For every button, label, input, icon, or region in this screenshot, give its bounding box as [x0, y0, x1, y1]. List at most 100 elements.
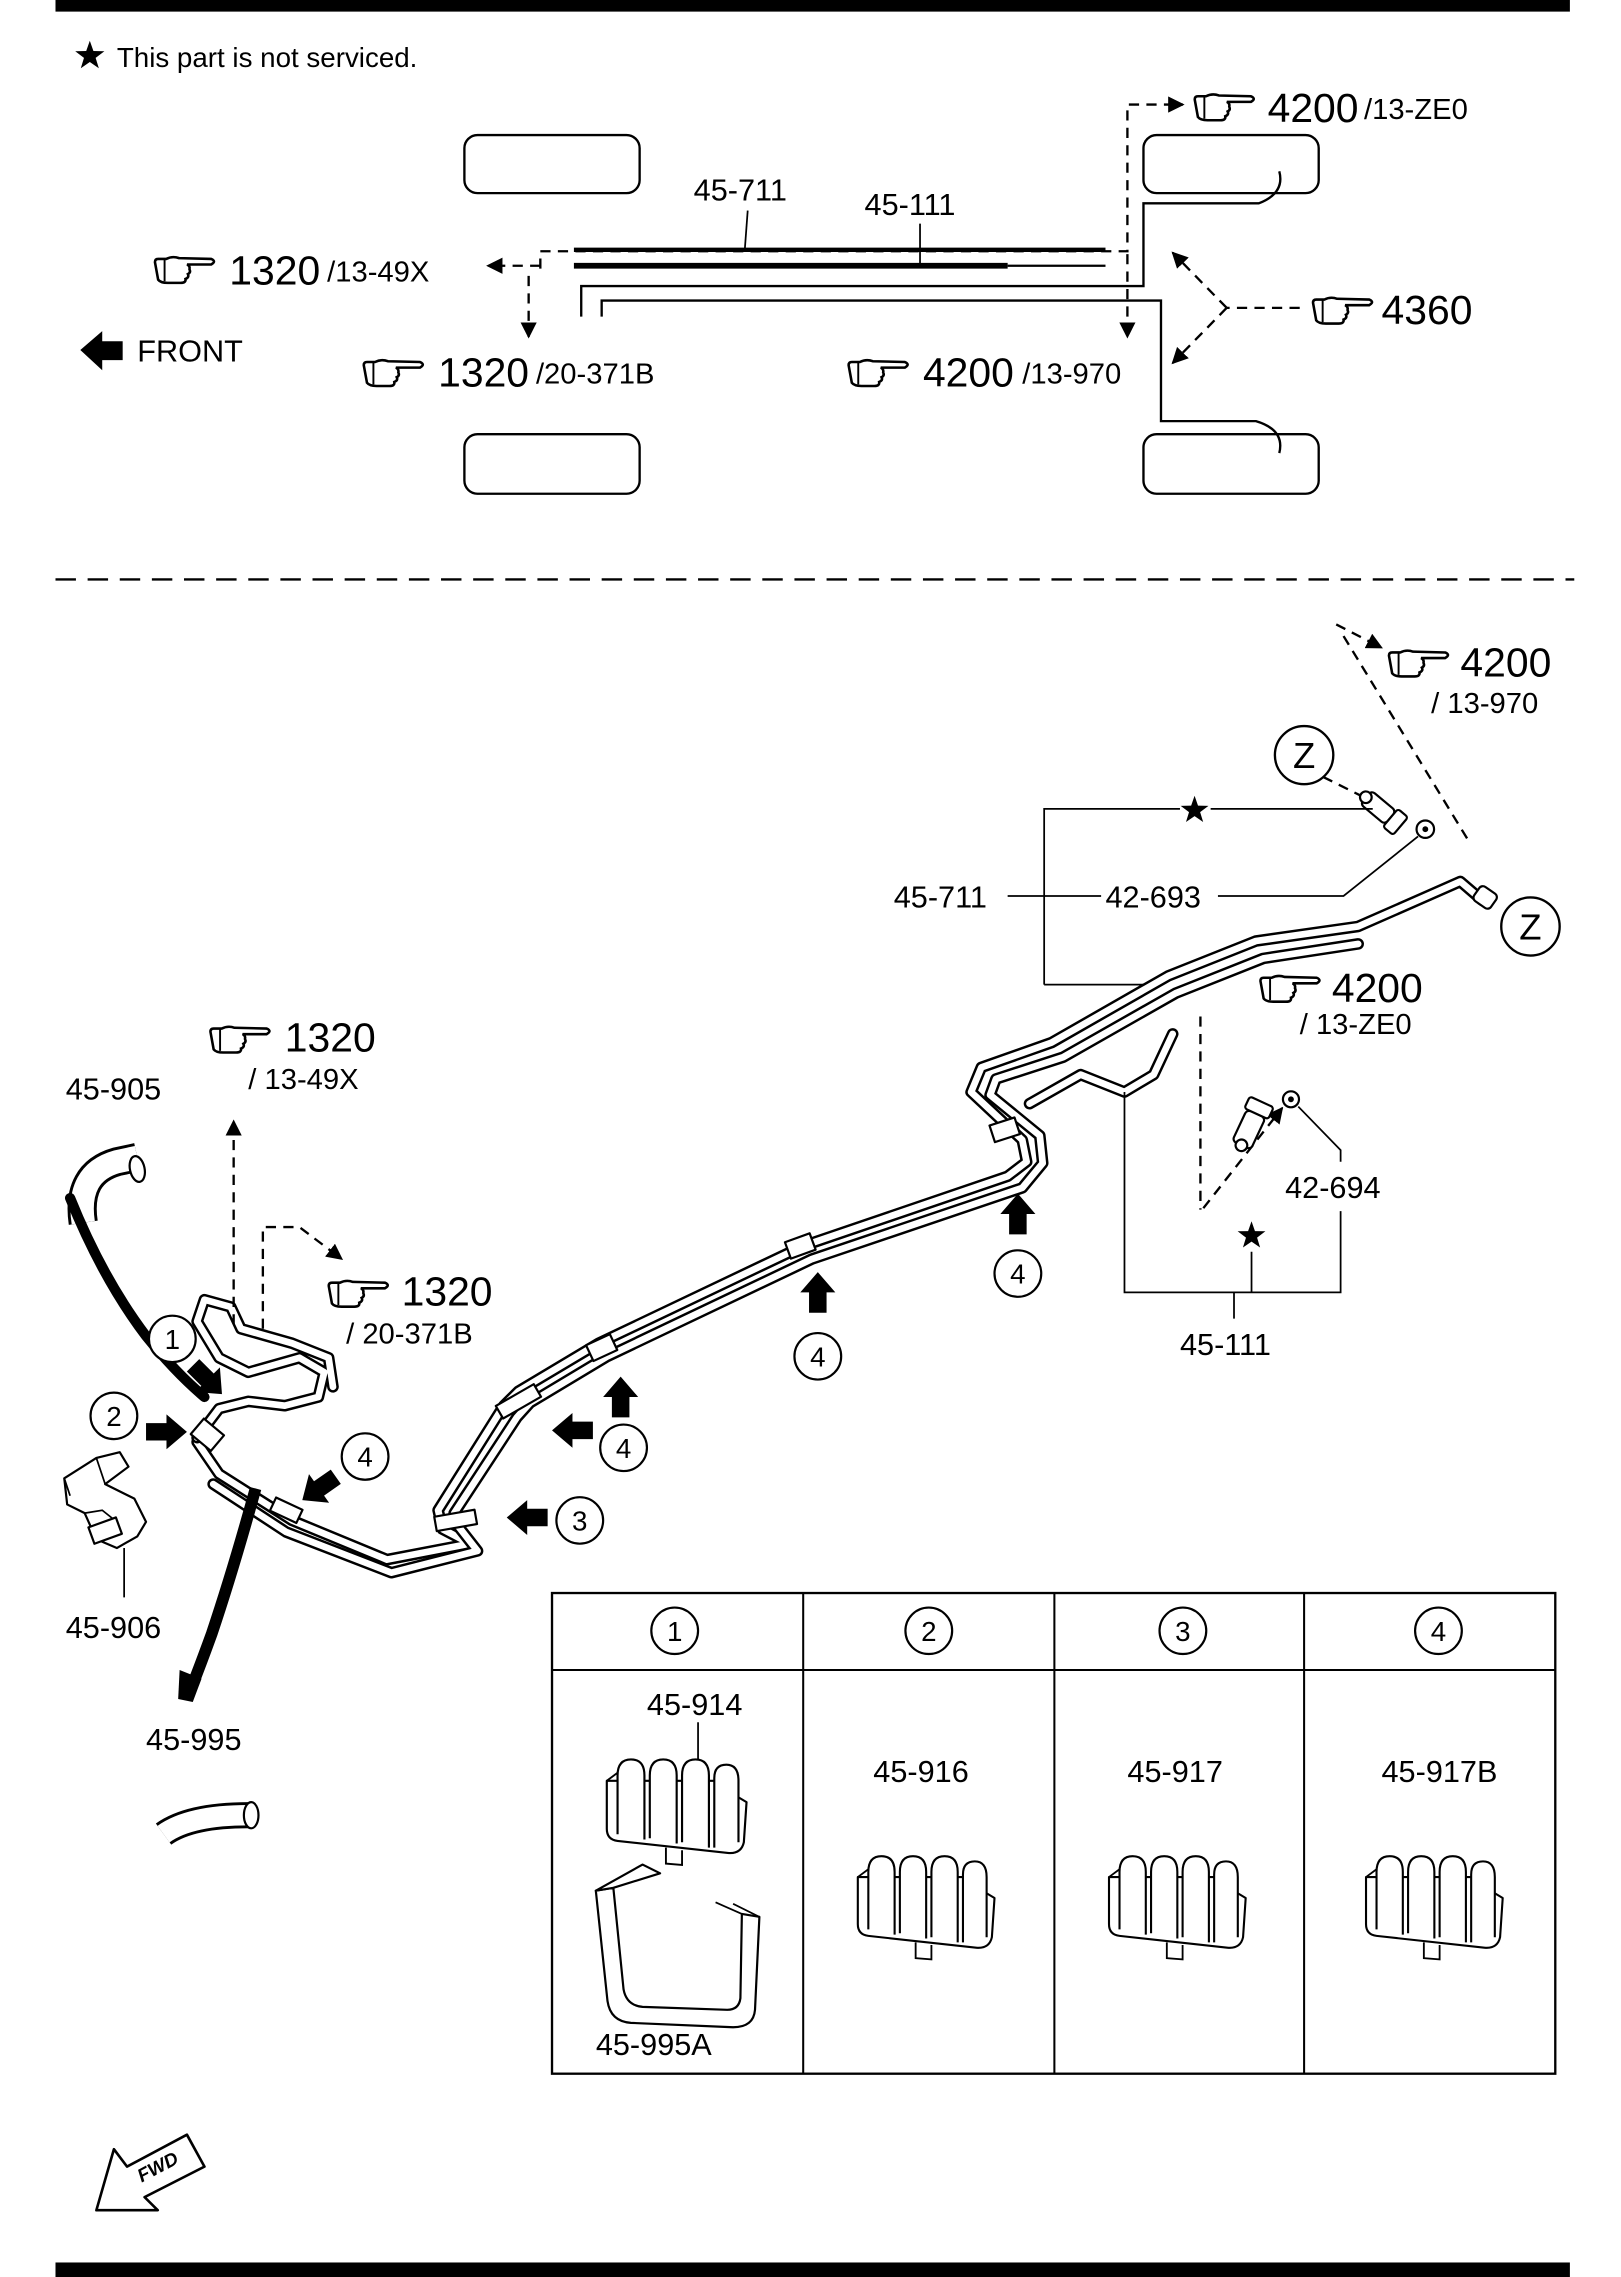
label-45-917B: 45-917B	[1382, 1755, 1498, 1789]
fitting-lower	[1232, 1096, 1274, 1153]
label-45-711: 45-711	[894, 881, 987, 915]
ref-group: 4200	[1268, 85, 1359, 131]
hose-45-995	[155, 1801, 260, 1846]
table-callout: 2	[921, 1616, 936, 1647]
ref-group: 1320	[285, 1014, 376, 1060]
ref-code: /13-ZE0	[1364, 94, 1468, 126]
table-callout: 3	[1175, 1616, 1190, 1647]
label-45-111-overview: 45-111	[865, 188, 956, 222]
ref-dashed-diagonal	[1342, 635, 1469, 840]
ref-dashed-4360-up	[1171, 251, 1228, 309]
connection-mark-text: Z	[1293, 735, 1315, 776]
table-callout: 4	[1431, 1616, 1446, 1647]
ref-code: / 13-49X	[248, 1064, 358, 1096]
wheel-rear-right	[1142, 433, 1320, 495]
block-arrow-icon	[292, 1462, 346, 1515]
table-header-cell: 4	[1413, 1606, 1463, 1656]
clip-callout: 4	[993, 1193, 1043, 1298]
table-header-cell: 2	[904, 1606, 954, 1656]
ref-group: 4200	[1332, 965, 1423, 1011]
ref-code: /13-970	[1022, 358, 1121, 390]
label-45-111: 45-111	[1180, 1328, 1271, 1362]
hose-45-905-line	[64, 1192, 210, 1403]
pointing-hand-icon	[847, 358, 909, 388]
wheel-front-left	[463, 133, 641, 195]
block-arrow-icon	[146, 1414, 187, 1450]
brake-line-outer	[580, 171, 1282, 317]
fwd-indicator: FWD	[95, 2133, 206, 2212]
ref-lower-right: 4200 / 13-ZE0	[1259, 965, 1423, 1041]
washer-42-693	[1415, 819, 1436, 839]
clamp-45-906	[63, 1451, 148, 1550]
ref-group: 1320	[438, 349, 529, 395]
connection-mark-lower: Z	[1500, 896, 1561, 957]
clip-table: 1 2 3 4 45-914 45-995A 45-916 45-917 45-…	[550, 1591, 1557, 2075]
ref-lower-left: 1320 / 20-371B	[327, 1269, 493, 1350]
leader-42-693	[1217, 835, 1419, 897]
fwd-arrow-icon	[95, 2133, 206, 2212]
detail-diagram: 4200 / 13-970 Z 45-711 42-693	[63, 623, 1561, 1846]
ref-dashed-frame	[539, 96, 1185, 269]
block-arrow-icon	[506, 1500, 548, 1535]
legend-note: This part is not serviced.	[75, 40, 418, 73]
pointing-hand-icon	[1311, 296, 1374, 325]
label-45-917: 45-917	[1127, 1755, 1222, 1789]
ref-group: 1320	[229, 248, 320, 294]
not-serviced-bracket-upper	[1043, 807, 1373, 985]
leader-42-694	[1297, 1105, 1342, 1162]
front-indicator: FRONT	[80, 331, 243, 371]
hose-45-995-end	[178, 1669, 202, 1702]
clip-callout: 4	[793, 1272, 843, 1381]
callout-number: 3	[572, 1506, 587, 1537]
ref-code: / 13-970	[1431, 688, 1538, 720]
hose-45-905	[67, 1143, 147, 1225]
pointing-hand-icon	[1193, 93, 1256, 122]
callout-number: 4	[357, 1442, 372, 1473]
wheel-rear-left	[1142, 133, 1320, 195]
hose-loop	[191, 1293, 339, 1444]
ref-code: / 13-ZE0	[1300, 1009, 1412, 1041]
label-45-995A: 45-995A	[596, 2028, 713, 2062]
ref-dashed-upper-right	[1335, 623, 1383, 649]
channel-45-995A	[594, 1863, 761, 2029]
block-arrow-icon	[552, 1412, 593, 1448]
table-header-cell: 3	[1158, 1606, 1208, 1656]
clip-callout: 4	[552, 1376, 649, 1473]
ref-code: /13-49X	[327, 257, 429, 289]
washer-42-694	[1281, 1090, 1301, 1109]
ref-hoses: 4360	[1311, 287, 1472, 333]
brake-pipe-45-711	[191, 875, 1498, 1579]
ref-code: / 20-371B	[346, 1318, 473, 1350]
ref-upper-right: 4200 / 13-970	[1387, 640, 1551, 720]
label-45-914: 45-914	[647, 1688, 742, 1722]
wheel-front-right	[463, 433, 641, 495]
star-icon	[1237, 1221, 1266, 1248]
pointing-hand-icon	[327, 1279, 390, 1308]
overview-diagram: 45-711 45-111 4200 /13-ZE0 1320 /13-49X …	[80, 85, 1472, 495]
table-callout: 1	[667, 1616, 682, 1647]
pointing-hand-icon	[362, 358, 425, 388]
callout-number: 4	[810, 1342, 825, 1373]
brake-line-inner	[600, 299, 1282, 454]
bottom-border	[55, 2262, 1570, 2277]
pipe-clips	[189, 1116, 1022, 1533]
block-arrow-icon	[603, 1376, 639, 1418]
ref-group: 4200	[923, 349, 1014, 395]
ref-rear-outlet: 4200 /13-ZE0	[1193, 85, 1468, 131]
star-icon	[1180, 795, 1209, 823]
not-serviced-bracket-lower	[1123, 1092, 1342, 1319]
label-45-711-overview: 45-711	[694, 173, 787, 207]
label-45-916: 45-916	[873, 1755, 968, 1789]
label-45-906: 45-906	[66, 1611, 161, 1645]
ref-code: /20-371B	[536, 358, 654, 390]
clip-callout: 2	[89, 1391, 187, 1450]
front-label: FRONT	[137, 335, 243, 369]
pointing-hand-icon	[153, 255, 216, 285]
label-45-995: 45-995	[146, 1723, 241, 1757]
pointing-hand-icon	[209, 1025, 271, 1054]
note-text: This part is not serviced.	[117, 42, 418, 73]
ref-rear-inlet: 4200 /13-970	[847, 349, 1121, 395]
connection-dashed	[1322, 775, 1362, 797]
pointing-hand-icon	[1387, 649, 1450, 678]
